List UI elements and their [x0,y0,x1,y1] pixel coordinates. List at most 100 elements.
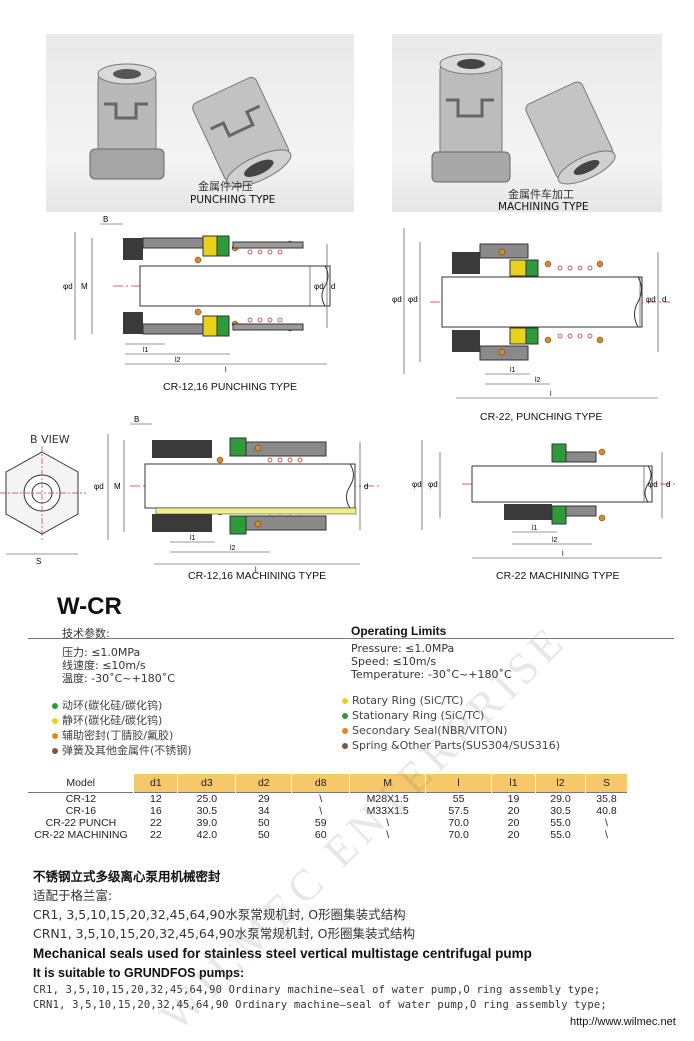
value-cell: 50 [257,817,270,829]
value-cell: 70.0 [448,829,469,841]
svg-text:l2: l2 [552,537,558,544]
svg-text:l1: l1 [190,535,196,542]
value-cell: 30.5 [196,805,218,817]
svg-text:d: d [662,295,666,304]
svg-text:φd: φd [63,282,73,291]
value-cell: 55.0 [550,829,571,841]
svg-text:l1: l1 [532,525,538,532]
svg-text:φd: φd [428,480,438,489]
punching-caption-en: PUNCHING TYPE [190,194,276,206]
col-header: M [349,774,427,793]
value-cell: 59 [314,817,327,829]
svg-text:φd: φd [392,295,402,304]
svg-text:l: l [562,551,564,558]
svg-text:l2: l2 [230,545,236,552]
value-cell: 42.0 [196,829,218,841]
svg-text:l: l [550,391,552,398]
svg-text:B: B [134,415,139,424]
legend-en-item: Secondary Seal(NBR/VITON) [342,723,560,738]
cn-line: CRN1, 3,5,10,15,20,32,45,64,90水泵常规机封, O形… [33,926,415,941]
col-header: d2 [235,774,293,793]
b-view-label: B VIEW [30,433,70,446]
svg-text:M: M [114,482,121,491]
value-cell: \ [319,793,323,805]
col-header: l [425,774,493,793]
value-cell: 50 [257,829,270,841]
spec-table: Model d1 d3 d2 d8 M l l1 l2 S CR-12 12 25.… [28,774,629,841]
limits-temp: Temperature: -30˚C~+180˚C [351,668,512,681]
yellow-dot-icon [52,718,58,724]
drawing-label-3: CR-12,16 MACHINING TYPE [188,570,327,582]
legend-cn-item: 静环(碳化硅/碳化钨) [52,713,192,728]
value-cell: 35.8 [596,793,617,805]
en-line: CR1, 3,5,10,15,20,32,45,64,90 Ordinary m… [33,984,601,996]
title-divider [28,638,674,639]
svg-text:l: l [225,367,227,374]
brown-dot-icon [52,748,58,754]
drawing-label-4: CR-22 MACHINING TYPE [496,570,620,582]
value-cell: \ [386,817,390,829]
cn-line: CR1, 3,5,10,15,20,32,45,64,90水泵常规机封, O形圈… [33,907,406,922]
value-cell: 40.8 [596,805,617,817]
machining-caption-cn: 金属件车加工 [508,188,574,201]
model-cell: CR-22 MACHINING [34,829,128,841]
b-view-hexagon: S [0,446,86,566]
legend-cn-item: 辅助密封(丁腈胶/氟胶) [52,728,192,743]
value-cell: \ [605,829,608,841]
legend-en-item: Stationary Ring (SiC/TC) [342,708,560,723]
value-cell: 22 [150,829,162,841]
svg-text:l2: l2 [175,357,181,364]
drawing-label-1: CR-12,16 PUNCHING TYPE [163,381,298,393]
legend-cn-item: 弹簧及其他金属件(不锈钢) [52,743,192,758]
cn-line: 适配于格兰富: [33,888,113,903]
limits-heading: Operating Limits [351,624,447,638]
value-cell: 22 [150,817,162,829]
svg-text:l1: l1 [143,347,149,354]
website-url[interactable]: http://www.wilmec.net [570,1016,676,1028]
svg-text:φd: φd [648,480,658,489]
value-cell: 55 [452,793,465,805]
limits-pressure: Pressure: ≤1.0MPa [351,642,455,655]
en-subheading: It is suitable to GRUNDFOS pumps: [33,966,245,980]
svg-text:d: d [666,480,670,489]
col-header: d8 [291,774,351,793]
value-cell: 16 [150,805,162,817]
model-cell: CR-16 [65,805,97,817]
table-header-row: Model d1 d3 d2 d8 M l l1 l2 S [28,774,629,793]
punching-seal-illustration [89,63,292,188]
legend-en-item: Rotary Ring (SiC/TC) [342,693,560,708]
value-cell: 57.5 [448,805,469,817]
machining-type-photo: 金属件车加工 MACHINING TYPE [392,34,662,213]
svg-text:d: d [331,282,335,291]
model-cell: CR-12 [65,793,97,805]
value-cell: 20 [507,805,520,817]
tech-pressure: 压力: ≤1.0MPa [62,646,141,659]
value-cell: 25.0 [196,793,218,805]
col-header: l1 [491,774,536,793]
value-cell: 70.0 [448,817,469,829]
svg-text:M: M [81,282,88,291]
en-heading: Mechanical seals used for stainless stee… [33,946,532,961]
value-cell: 20 [507,817,520,829]
svg-text:φd: φd [94,482,104,491]
value-cell: 12 [150,793,162,805]
value-cell: 20 [507,829,520,841]
cn-body: 适配于格兰富: CR1, 3,5,10,15,20,32,45,64,90水泵常… [33,886,415,943]
machining-seal-illustration [431,53,616,185]
legend-cn-item: 动环(碳化硅/碳化钨) [52,698,192,713]
tech-temp: 温度: -30˚C~+180˚C [62,672,175,685]
col-header: S [585,774,629,793]
col-header: d3 [177,774,237,793]
green-dot-icon [52,703,58,709]
product-title: W-CR [57,593,122,620]
legend-cn: 动环(碳化硅/碳化钨) 静环(碳化硅/碳化钨) 辅助密封(丁腈胶/氟胶) 弹簧及… [52,698,192,758]
cn-heading: 不锈钢立式多级离心泵用机械密封 [33,869,221,884]
value-cell: 30.5 [550,805,571,817]
drawing-label-2: CR-22, PUNCHING TYPE [480,411,603,423]
